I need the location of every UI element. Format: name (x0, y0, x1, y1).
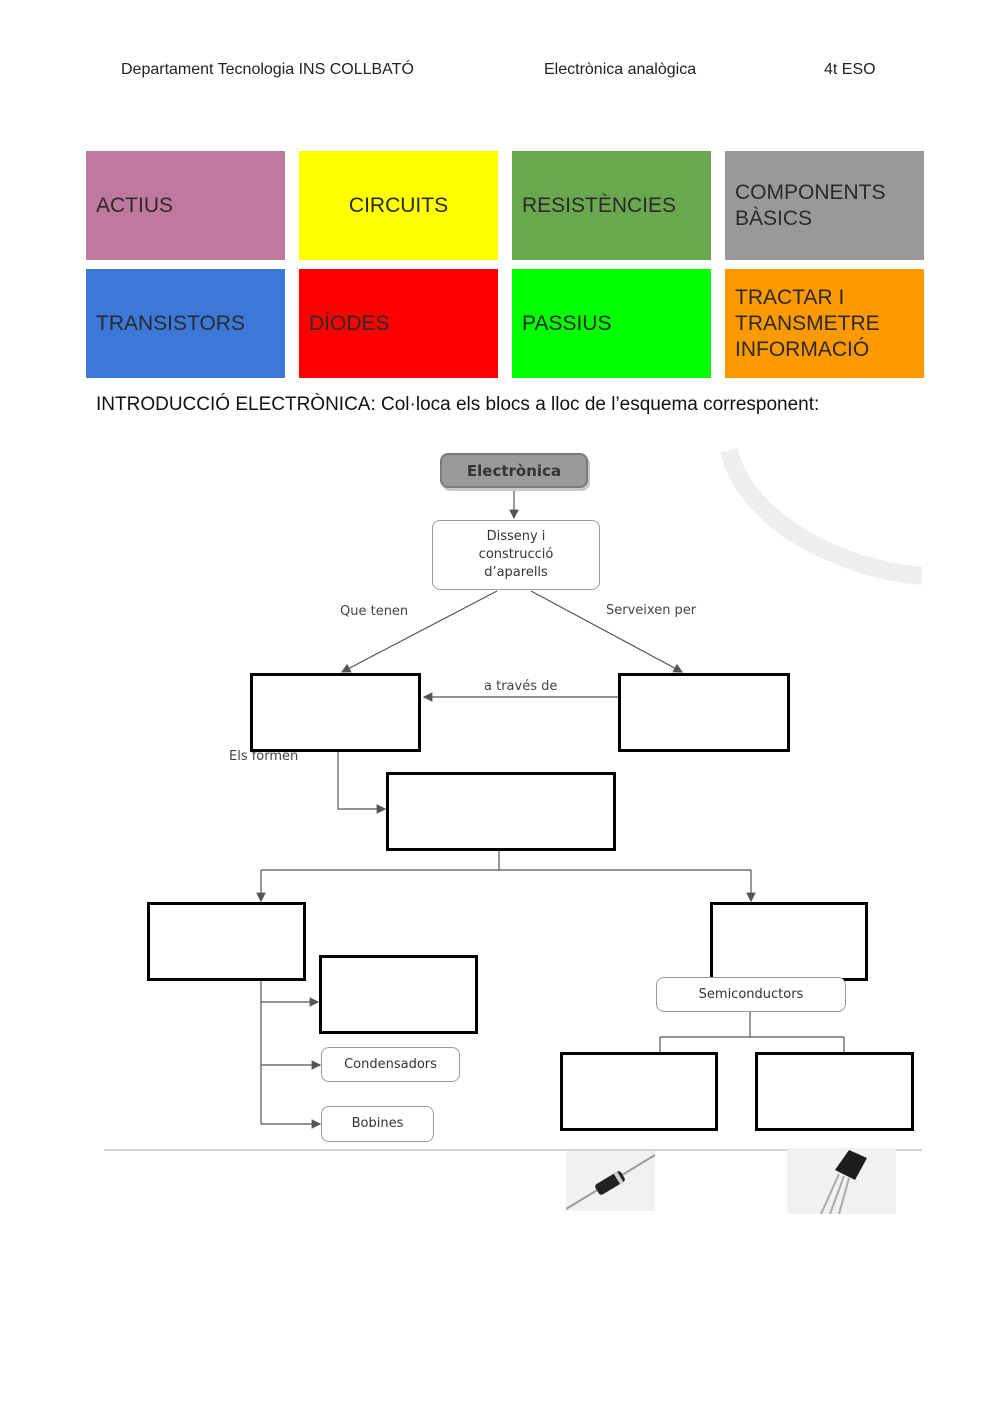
block-transistors[interactable]: TRANSISTORS (86, 269, 285, 378)
header-department: Departament Tecnologia INS COLLBATÓ (121, 61, 414, 78)
block-label: ACTIUS (96, 193, 174, 217)
edge-label-serveixen-per: Serveixen per (606, 603, 697, 618)
block-label: TRACTAR I TRANSMETRE INFORMACIÓ (735, 285, 880, 361)
concept-map: Electrònica Disseny i construcció d’apar… (104, 448, 922, 1152)
block-diodes[interactable]: DÍODES (299, 269, 498, 378)
block-actius[interactable]: ACTIUS (86, 151, 285, 260)
block-label: PASSIUS (522, 311, 612, 335)
drop-zone-passius[interactable] (147, 902, 306, 981)
edge-label-a-traves-de: a través de (484, 679, 558, 694)
block-label: COMPONENTS BÀSICS (735, 180, 886, 230)
drop-zone-resistencies[interactable] (319, 955, 478, 1034)
edge-label-que-tenen: Que tenen (340, 604, 409, 619)
node-disseny-construccio: Disseny i construcció d’aparells (432, 520, 600, 590)
node-semiconductors: Semiconductors (656, 977, 846, 1012)
drop-zone-transistors[interactable] (755, 1052, 914, 1131)
header-subject: Electrònica analògica (544, 61, 697, 78)
block-label: RESISTÈNCIES (522, 193, 677, 217)
block-resistencies[interactable]: RESISTÈNCIES (512, 151, 711, 260)
block-label: DÍODES (309, 311, 390, 335)
node-condensadors: Condensadors (321, 1047, 460, 1082)
block-passius[interactable]: PASSIUS (512, 269, 711, 378)
block-tractar-informacio[interactable]: TRACTAR I TRANSMETRE INFORMACIÓ (725, 269, 924, 378)
transistor-photo (787, 1148, 896, 1214)
drop-zone-circuits[interactable] (386, 772, 616, 851)
instruction-text: INTRODUCCIÓ ELECTRÒNICA: Col·loca els bl… (96, 394, 820, 415)
node-electronica: Electrònica (440, 453, 588, 488)
connector-lines (104, 448, 922, 1151)
block-components-basics[interactable]: COMPONENTS BÀSICS (725, 151, 924, 260)
node-bobines: Bobines (321, 1106, 434, 1142)
drop-zone-diodes[interactable] (560, 1052, 718, 1131)
drop-zone-components-basics[interactable] (250, 673, 421, 752)
drop-zone-actius[interactable] (710, 902, 868, 981)
block-label: TRANSISTORS (96, 311, 245, 335)
diode-photo (566, 1151, 655, 1211)
drop-zone-tractar-informacio[interactable] (618, 673, 790, 752)
block-circuits[interactable]: CIRCUITS (299, 151, 498, 260)
block-label: CIRCUITS (348, 193, 449, 217)
edge-label-els-formen: Els formen (229, 749, 299, 764)
header-course: 4t ESO (824, 61, 876, 78)
